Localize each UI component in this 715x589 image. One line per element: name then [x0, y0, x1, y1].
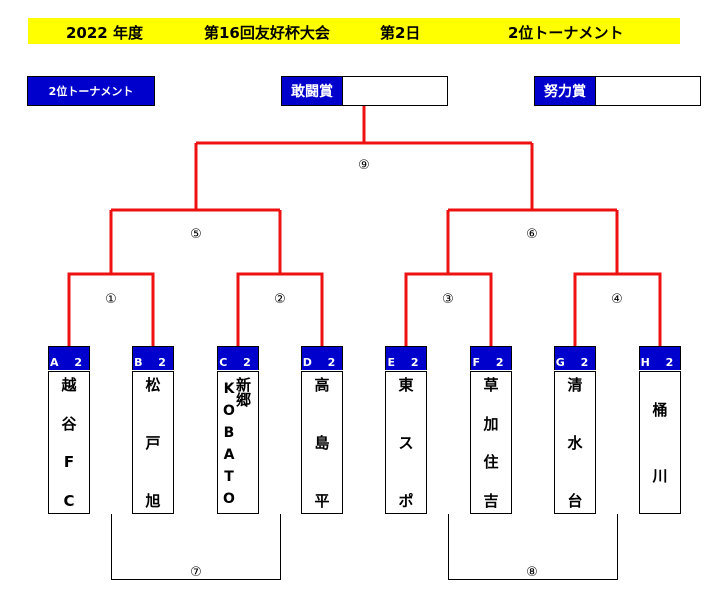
title-bar: 2022 年度 第16回友好杯大会 第2日 2位トーナメント — [28, 18, 680, 44]
team-name-c-kanji: 新郷 — [236, 376, 252, 409]
team-name-c-letter: A — [223, 447, 235, 463]
bracket-line-m3 — [404, 272, 493, 346]
title-event: 第16回友好杯大会 — [204, 24, 330, 42]
bracket-line-m7 — [111, 514, 281, 580]
bracket-line-m8 — [448, 514, 618, 580]
match-number-5: ⑤ — [190, 227, 202, 242]
team-box-b: 松戸 旭 — [132, 371, 174, 514]
seed-header-h: H 2 — [639, 346, 681, 370]
team-name-e: 東ス ポ — [398, 376, 414, 510]
bracket-line-m4 — [573, 272, 662, 346]
team-box-h: 桶川 — [639, 371, 681, 514]
team-name-g: 清水 台 — [567, 376, 583, 510]
team-name-c-letter: T — [224, 469, 234, 485]
award-fighting-box[interactable] — [342, 76, 448, 106]
team-box-f: 草加 住吉 — [470, 371, 512, 514]
seed-header-g: G 2 — [554, 346, 596, 370]
team-box-e: 東ス ポ — [385, 371, 427, 514]
team-name-d: 高島 平 — [314, 376, 330, 510]
tournament-badge: 2位トーナメント — [27, 76, 155, 106]
match-number-9: ⑨ — [358, 158, 370, 173]
match-number-2: ② — [274, 292, 286, 307]
seed-header-c: C 2 — [217, 346, 259, 370]
team-box-d: 高島 平 — [301, 371, 343, 514]
team-box-g: 清水 台 — [554, 371, 596, 514]
team-name-c-letter: B — [223, 425, 235, 441]
title-day: 第2日 — [380, 24, 421, 42]
seed-header-b: B 2 — [132, 346, 174, 370]
seed-header-d: D 2 — [301, 346, 343, 370]
team-name-c-letter: K — [223, 381, 235, 397]
match-number-1: ① — [105, 292, 117, 307]
match-number-7: ⑦ — [190, 565, 202, 580]
match-number-3: ③ — [442, 292, 454, 307]
team-name-c-letter: O — [223, 491, 235, 507]
bracket-line-m2 — [236, 272, 324, 346]
team-name-h: 桶川 — [652, 401, 668, 485]
award-effort-box[interactable] — [595, 76, 701, 106]
match-number-4: ④ — [611, 292, 623, 307]
team-name-b: 松戸 旭 — [145, 376, 161, 510]
seed-header-a: A 2 — [48, 346, 90, 370]
award-fighting-label: 敢闘賞 — [281, 76, 343, 106]
title-tournament: 2位トーナメント — [508, 24, 624, 42]
seed-header-e: E 2 — [385, 346, 427, 370]
award-effort-label: 努力賞 — [534, 76, 596, 106]
team-name-f: 草加 住吉 — [483, 376, 499, 510]
team-name-c-letter: O — [223, 403, 235, 419]
match-number-8: ⑧ — [526, 565, 538, 580]
bracket-line-m1 — [67, 272, 155, 346]
match-number-6: ⑥ — [526, 227, 538, 242]
title-year: 2022 年度 — [66, 24, 143, 42]
seed-header-f: F 2 — [470, 346, 512, 370]
